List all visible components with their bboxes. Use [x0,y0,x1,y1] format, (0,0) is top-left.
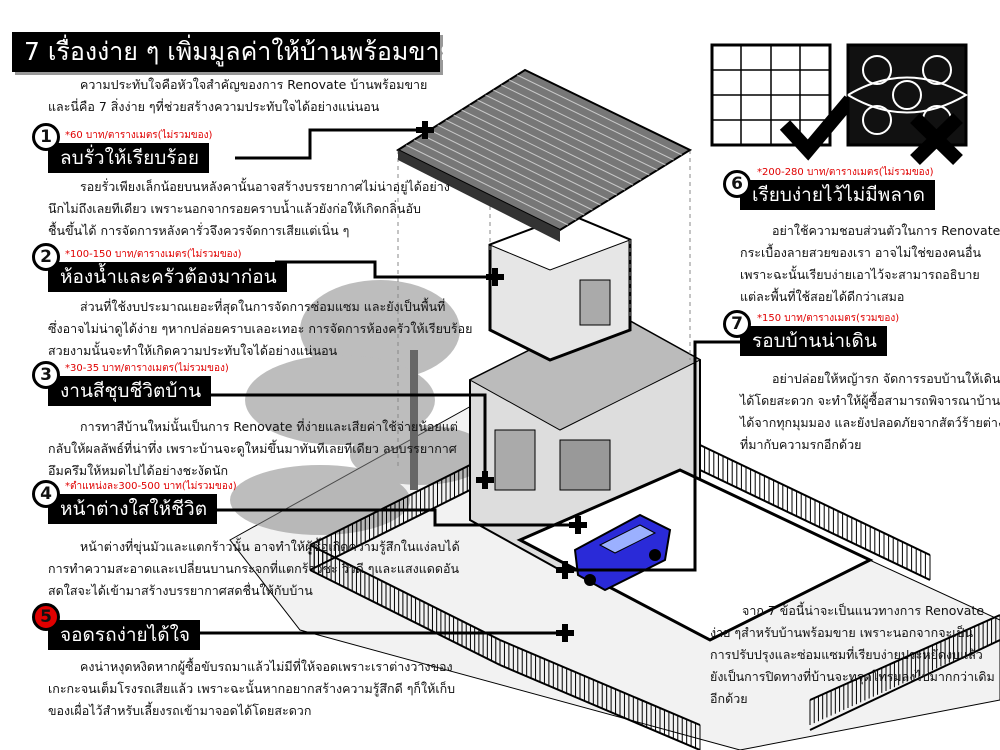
tip-heading: รอบบ้านน่าเดิน [740,326,887,356]
roof-tile-line [469,104,634,186]
conclusion-text: จาก 7 ข้อนี้น่าจะเป็นแนวทางการ Renovate … [710,603,995,706]
price-note: *60 บาท/ตารางเมตร(ไม่รวมของ) [65,130,213,141]
tip-description: คงน่าหงุดหงิดหากผู้ซื้อขับรถมาแล้วไม่มีท… [48,659,456,718]
roof-tile-line [453,114,618,196]
roof-tile-line [485,94,650,176]
price-note: *ตำแหน่งละ300-500 บาท(ไม่รวมของ) [65,481,237,492]
roof-tile-line [500,84,666,166]
plus-marker-icon [569,516,587,534]
tip-description: การทาสีบ้านใหม่นั้นเป็นการ Renovate ที่ง… [48,419,458,478]
plus-marker-icon [416,121,434,139]
tip-heading: ลบรั่วให้เรียบร้อย [48,143,210,173]
check-icon [779,95,856,161]
price-note: *100-150 บาท/ตารางเมตร(ไม่รวมของ) [65,249,242,260]
plus-marker-icon [476,471,494,489]
tip-description: รอยรั่วเพียงเล็กน้อยบนหลังคานั้นอาจสร้าง… [48,179,450,238]
roof-tile-line [413,139,577,221]
intro-text: ความประทับใจคือหัวใจสำคัญของการ Renovate… [48,77,428,114]
number-badge: 7 [723,310,751,338]
roof-tile-line [493,89,658,171]
plus-marker-icon [556,561,574,579]
plus-marker-icon [556,624,574,642]
price-note: *150 บาท/ตารางเมตร(รวมของ) [757,313,900,324]
tip-heading: หน้าต่างใสให้ชีวิต [48,494,218,524]
page-title: 7 เรื่องง่าย ๆ เพิ่มมูลค่าให้บ้านพร้อมขา… [12,32,454,72]
roof-tile-line [437,124,601,206]
number-badge: 6 [723,170,751,198]
plus-marker-icon [486,268,504,286]
number-badge: 5 [32,603,60,631]
tip-description: อย่าปล่อยให้หญ้ารก จัดการรอบบ้านให้เดินไ… [740,371,1000,452]
connector-lines [200,128,740,635]
roof-tile-line [516,74,683,156]
number-badge: 4 [32,480,60,508]
number-badge: 1 [32,123,60,151]
roof-tile-line [508,79,674,161]
plain-tile-sample [710,43,832,147]
tip-heading: งานสีชุบชีวิตบ้าน [48,376,212,406]
price-note: *30-35 บาท/ตารางเมตร(ไม่รวมของ) [65,363,229,374]
number-badge: 3 [32,361,60,389]
cross-icon [910,112,963,166]
tip-heading: จอดรถง่ายได้ใจ [48,620,200,650]
roof-tile-line [405,144,569,226]
number-badge: 2 [32,243,60,271]
tree [230,280,490,535]
tip-description: หน้าต่างที่ขุ่นมัวและแตกร้าวนั้น อาจทำให… [48,539,460,598]
tip-description: ส่วนที่ใช้งบประมาณเยอะที่สุดในการจัดการซ… [48,299,473,358]
tip-heading: ห้องน้ำและครัวต้องมาก่อน [48,262,287,292]
roof-tile-line [445,119,609,201]
roof-tile-line [429,129,593,211]
roof-tile-line [477,99,642,181]
price-note: *200-280 บาท/ตารางเมตร(ไม่รวมของ) [757,167,934,178]
tip-heading: เรียบง่ายไว้ไม่มีพลาด [740,180,935,210]
roof-tile-line [421,134,585,216]
roof-tile-line [461,109,626,191]
